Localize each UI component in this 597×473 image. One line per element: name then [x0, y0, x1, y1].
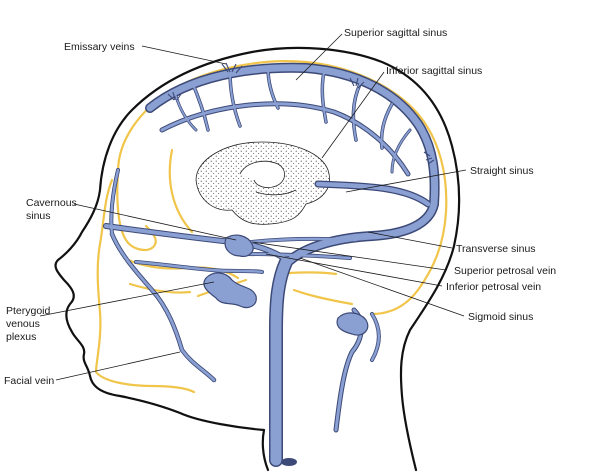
- leader-inferior-petrosal-vein: [265, 253, 443, 287]
- label-facial-vein: Facial vein: [4, 375, 54, 387]
- leader-superior-sagittal-sinus: [295, 33, 343, 81]
- leader-pterygoid-plexus: [39, 281, 215, 317]
- leader-facial-vein: [55, 351, 181, 381]
- label-cavernous-sinus-line2: sinus: [26, 210, 51, 222]
- brain-region: [195, 141, 330, 225]
- label-transverse-sinus: Transverse sinus: [456, 243, 536, 255]
- leader-inferior-sagittal-sinus: [321, 71, 385, 159]
- leader-straight-sinus: [345, 169, 467, 193]
- label-straight-sinus: Straight sinus: [470, 165, 534, 177]
- label-superior-petrosal-vein: Superior petrosal vein: [454, 265, 556, 277]
- cavernous-plexus: [224, 234, 254, 257]
- leader-superior-petrosal-vein: [251, 241, 447, 271]
- leader-sigmoid-sinus: [299, 257, 465, 317]
- pterygoid-plexus: [203, 272, 257, 309]
- label-pterygoid-line3: plexus: [6, 331, 36, 343]
- leader-emissary-veins: [141, 45, 227, 65]
- label-superior-sagittal-sinus: Superior sagittal sinus: [344, 27, 447, 39]
- labels: Emissary veins Superior sagittal sinus I…: [4, 27, 556, 387]
- leader-cavernous-sinus: [73, 203, 237, 241]
- label-inferior-sagittal-sinus: Inferior sagittal sinus: [386, 65, 482, 77]
- label-inferior-petrosal-vein: Inferior petrosal vein: [446, 281, 541, 293]
- label-sigmoid-sinus: Sigmoid sinus: [468, 311, 533, 323]
- leader-lines: [39, 33, 467, 381]
- venous-network: [103, 62, 440, 467]
- suboccipital-plexus: [336, 312, 369, 336]
- leader-transverse-sinus: [367, 231, 453, 249]
- label-cavernous-sinus-line1: Cavernous: [26, 197, 77, 209]
- label-emissary-veins: Emissary veins: [64, 41, 135, 53]
- head-outline: [54, 46, 461, 472]
- label-pterygoid-line1: Pterygoid: [6, 305, 51, 317]
- emissary-tufts: [167, 62, 435, 165]
- label-pterygoid-line2: venous: [6, 318, 40, 330]
